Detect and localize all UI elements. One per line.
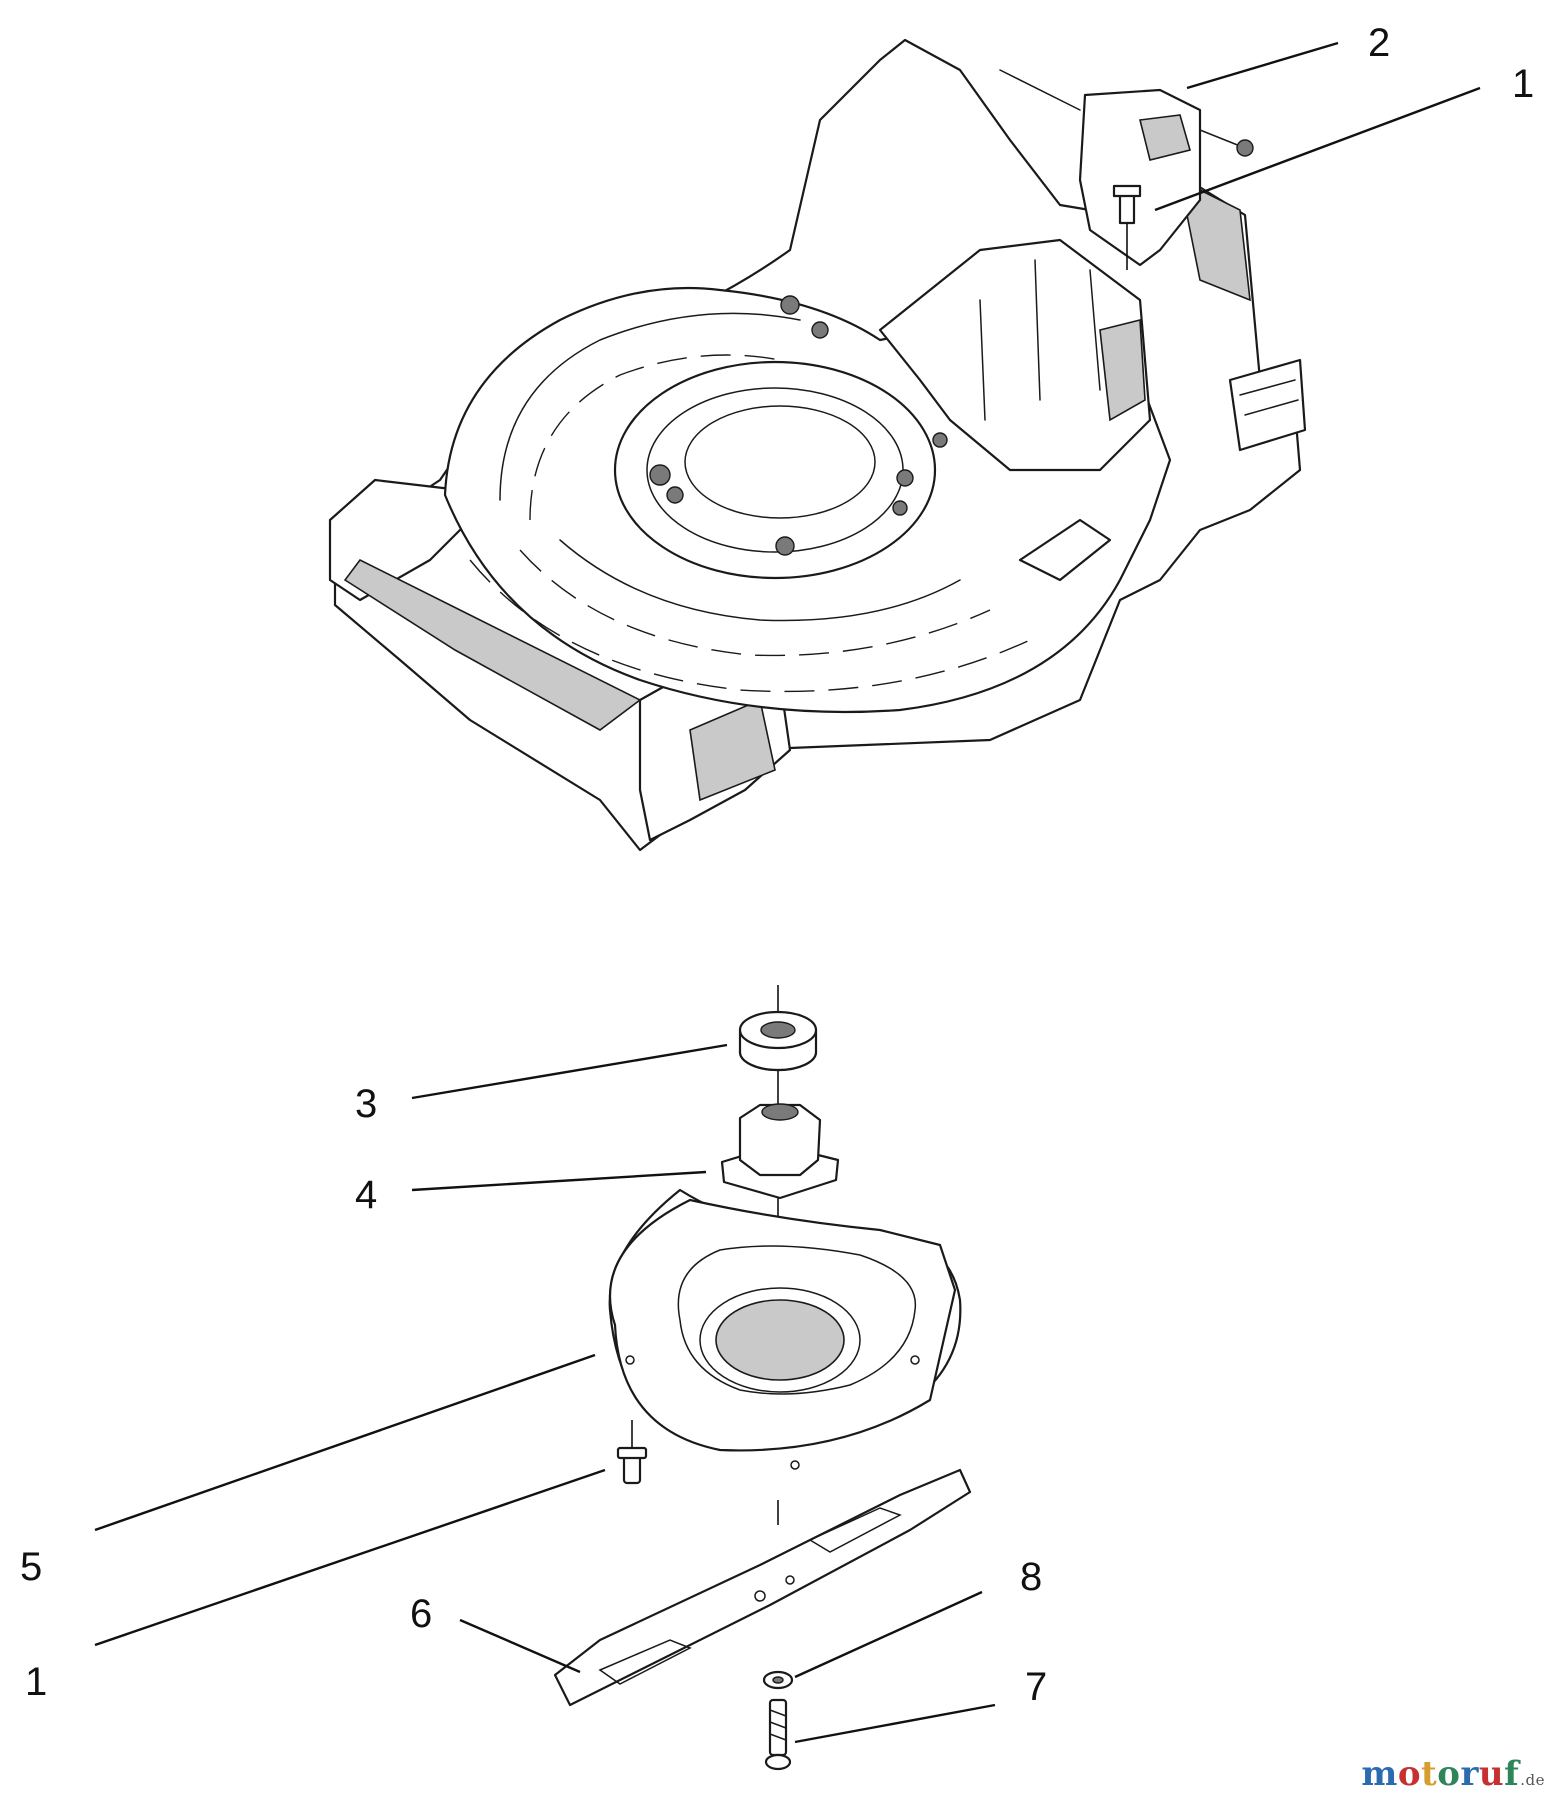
motoruf-watermark: motoruf.de <box>1361 1754 1545 1794</box>
mower-deck <box>328 38 1307 852</box>
watermark-letter: o <box>1397 1754 1422 1794</box>
bolt-bottom <box>616 1420 648 1485</box>
callout-3: 3 <box>355 1082 377 1126</box>
baffle-plate <box>608 1188 962 1470</box>
deck-mount-bolts <box>649 295 948 556</box>
callout-numbers: 2 1 3 4 5 1 6 8 7 <box>20 21 1534 1709</box>
bearing <box>738 1010 818 1072</box>
watermark-letter: o <box>1437 1754 1461 1794</box>
callout-5: 5 <box>20 1545 42 1589</box>
watermark-letter: f <box>1504 1754 1520 1794</box>
callout-2-top: 2 <box>1368 21 1390 65</box>
callout-7: 7 <box>1025 1665 1047 1709</box>
callout-8: 8 <box>1020 1555 1042 1599</box>
watermark-letter: r <box>1460 1754 1479 1794</box>
leader-lines <box>94 41 1481 1744</box>
callout-6: 6 <box>410 1592 432 1636</box>
callout-1-top: 1 <box>1512 62 1534 106</box>
watermark-suffix: .de <box>1520 1771 1545 1789</box>
blade-adapter <box>720 1103 840 1200</box>
blade-bolt <box>764 1698 792 1771</box>
watermark-letters: motoruf <box>1361 1754 1519 1794</box>
watermark-letter: t <box>1421 1754 1438 1794</box>
watermark-letter: u <box>1478 1754 1505 1794</box>
cutting-blade <box>553 1468 972 1707</box>
callout-1-bottom: 1 <box>25 1660 47 1704</box>
callout-4: 4 <box>355 1173 377 1217</box>
watermark-letter: m <box>1361 1754 1398 1794</box>
washer <box>762 1670 794 1690</box>
handle-bracket <box>999 69 1254 267</box>
